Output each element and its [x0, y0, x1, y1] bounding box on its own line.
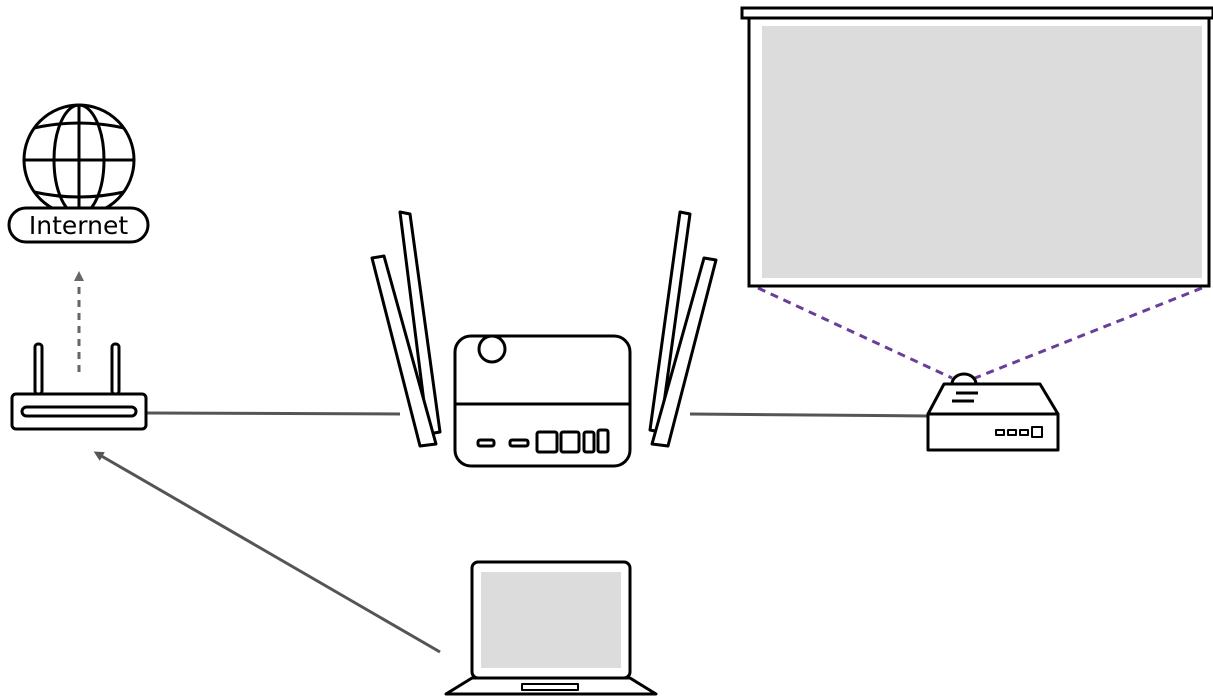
internet-badge: Internet — [9, 208, 148, 242]
projection-screen-icon — [742, 8, 1213, 286]
laptop-to-router-arrow — [98, 454, 440, 652]
projection-beam-right — [975, 288, 1202, 378]
hub-to-projector-link — [690, 414, 928, 416]
projection-beam-left — [758, 288, 952, 378]
globe-icon — [24, 105, 134, 215]
router-to-hub-link — [146, 413, 400, 414]
internet-label: Internet — [29, 211, 128, 240]
wireless-hub-icon — [372, 212, 716, 466]
laptop-icon — [446, 562, 656, 694]
projector-icon — [928, 374, 1058, 450]
